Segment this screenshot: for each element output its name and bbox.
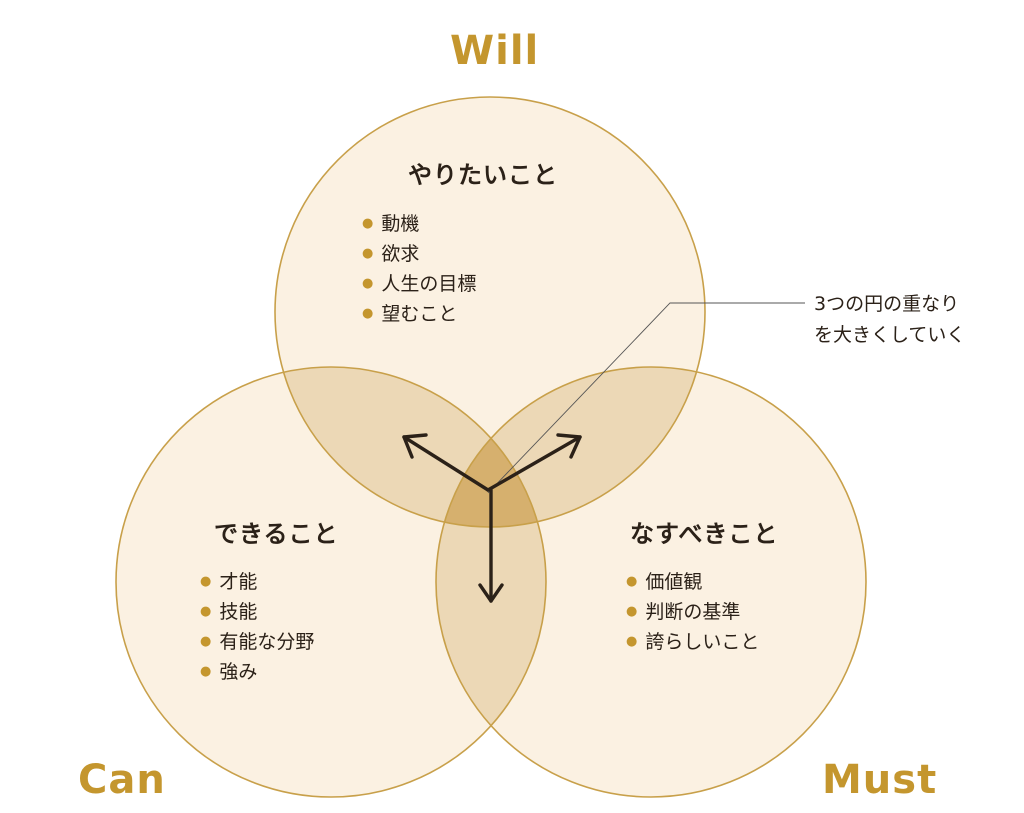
arrowhead-up-right: [556, 433, 582, 459]
bullet-icon: ●: [200, 574, 212, 589]
list-item: ●価値観: [626, 571, 703, 593]
bullet-icon: ●: [200, 634, 212, 649]
bullet-icon: ●: [626, 604, 638, 619]
can-circle-outline: [115, 366, 547, 798]
will-label: Will: [450, 28, 540, 74]
bullet-icon: ●: [362, 306, 374, 321]
list-item: ●人生の目標: [362, 273, 477, 295]
arrowhead-down: [478, 583, 504, 603]
bullet-icon: ●: [200, 604, 212, 619]
note-leader-line: [487, 302, 805, 494]
arrow-up-right: [486, 435, 582, 492]
will-item-list: ●動機 ●欲求 ●人生の目標 ●望むこと: [362, 209, 476, 329]
arrow-up-left: [402, 435, 490, 492]
list-item: ●有能な分野: [200, 631, 315, 653]
list-item: ●強み: [200, 661, 258, 683]
must-circle-outline: [435, 366, 867, 798]
list-item: ●動機: [362, 213, 420, 235]
bullet-icon: ●: [362, 276, 374, 291]
bullet-icon: ●: [626, 634, 638, 649]
list-item: ●才能: [200, 571, 258, 593]
must-label: Must: [822, 757, 938, 803]
will-can-overlap: [275, 367, 546, 527]
must-circle-title: なすべきこと: [630, 520, 779, 548]
list-item: ●技能: [200, 601, 258, 623]
bullet-icon: ●: [362, 216, 374, 231]
list-item: ●誇らしいこと: [626, 631, 760, 653]
list-item: ●欲求: [362, 243, 420, 265]
overlap-note-line2: を大きくしていく: [814, 324, 966, 346]
bullet-icon: ●: [362, 246, 374, 261]
overlap-note: 3つの円の重なり を大きくしていく: [814, 289, 965, 351]
list-item: ●望むこと: [362, 303, 458, 325]
can-label: Can: [78, 757, 166, 803]
can-circle-title: できること: [214, 520, 339, 548]
can-item-list: ●才能 ●技能 ●有能な分野 ●強み: [200, 567, 314, 687]
overlap-note-line1: 3つの円の重なり: [814, 293, 960, 315]
must-item-list: ●価値観 ●判断の基準 ●誇らしいこと: [626, 567, 759, 657]
bullet-icon: ●: [626, 574, 638, 589]
will-circle-title: やりたいこと: [408, 161, 558, 189]
arrowhead-up-left: [402, 433, 428, 459]
expand-arrows: [402, 433, 582, 603]
bullet-icon: ●: [200, 664, 212, 679]
will-must-overlap: [436, 367, 705, 527]
list-item: ●判断の基準: [626, 601, 741, 623]
